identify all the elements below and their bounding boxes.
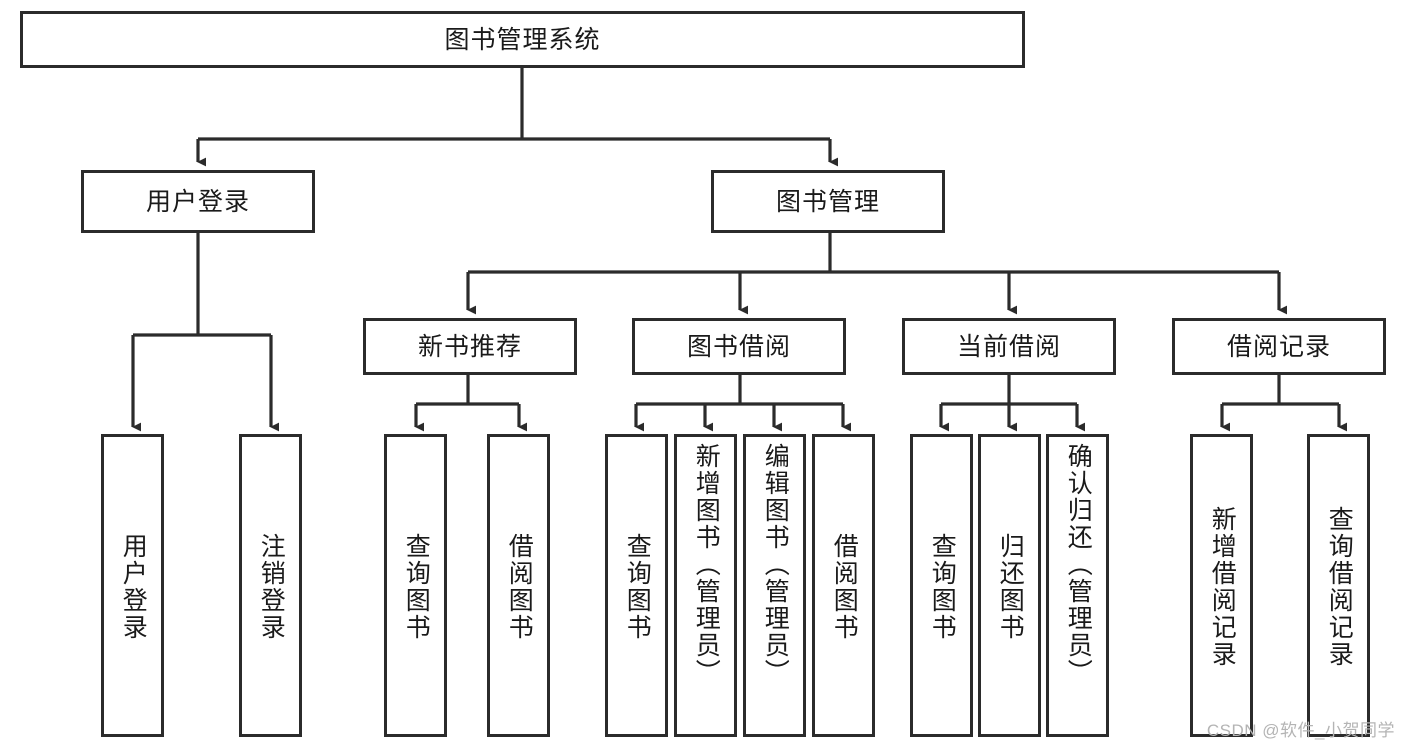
leaf-return-book[interactable]: 归还图书 <box>978 434 1041 737</box>
leaf-query-book-borrow[interactable]: 查询图书 <box>605 434 668 737</box>
leaf-borrow-book-recommend[interactable]: 借阅图书 <box>487 434 550 737</box>
node-label: 注销登录 <box>257 532 286 641</box>
leaf-query-book-recommend[interactable]: 查询图书 <box>384 434 447 737</box>
node-label: 当前借阅 <box>956 332 1061 361</box>
leaf-user-login[interactable]: 用户登录 <box>101 434 164 737</box>
node-new-book-recommend[interactable]: 新书推荐 <box>363 318 577 375</box>
node-label: 新增图书（管理员） <box>692 443 721 686</box>
node-label: 查询图书 <box>402 532 431 641</box>
node-label: 借阅图书 <box>505 532 534 641</box>
node-label: 归还图书 <box>996 532 1025 641</box>
node-label: 新书推荐 <box>417 332 522 361</box>
leaf-edit-book-admin[interactable]: 编辑图书（管理员） <box>743 434 806 737</box>
leaf-query-book-current[interactable]: 查询图书 <box>910 434 973 737</box>
watermark-text: CSDN @软件_小贺同学 <box>1206 721 1395 740</box>
node-label: 确认归还（管理员） <box>1064 443 1093 686</box>
node-label: 用户登录 <box>119 532 148 641</box>
leaf-borrow-book[interactable]: 借阅图书 <box>812 434 875 737</box>
node-user-login[interactable]: 用户登录 <box>81 170 315 233</box>
node-label: 借阅图书 <box>830 532 859 641</box>
node-book-management[interactable]: 图书管理 <box>711 170 945 233</box>
node-label: 查询借阅记录 <box>1325 505 1354 668</box>
node-current-borrow[interactable]: 当前借阅 <box>902 318 1116 375</box>
leaf-add-book-admin[interactable]: 新增图书（管理员） <box>674 434 737 737</box>
node-label: 图书管理 <box>775 187 880 216</box>
node-label: 查询图书 <box>928 532 957 641</box>
node-label: 图书借阅 <box>686 332 791 361</box>
node-root-book-management-system[interactable]: 图书管理系统 <box>20 11 1025 68</box>
leaf-query-borrow-record[interactable]: 查询借阅记录 <box>1307 434 1370 737</box>
leaf-confirm-return-admin[interactable]: 确认归还（管理员） <box>1046 434 1109 737</box>
node-label: 查询图书 <box>623 532 652 641</box>
leaf-logout[interactable]: 注销登录 <box>239 434 302 737</box>
leaf-add-borrow-record[interactable]: 新增借阅记录 <box>1190 434 1253 737</box>
node-label: 编辑图书（管理员） <box>761 443 790 686</box>
node-borrow-record[interactable]: 借阅记录 <box>1172 318 1386 375</box>
node-book-borrow[interactable]: 图书借阅 <box>632 318 846 375</box>
node-label: 新增借阅记录 <box>1208 505 1237 668</box>
node-label: 借阅记录 <box>1226 332 1331 361</box>
node-label: 用户登录 <box>145 187 250 216</box>
node-label: 图书管理系统 <box>444 25 601 54</box>
